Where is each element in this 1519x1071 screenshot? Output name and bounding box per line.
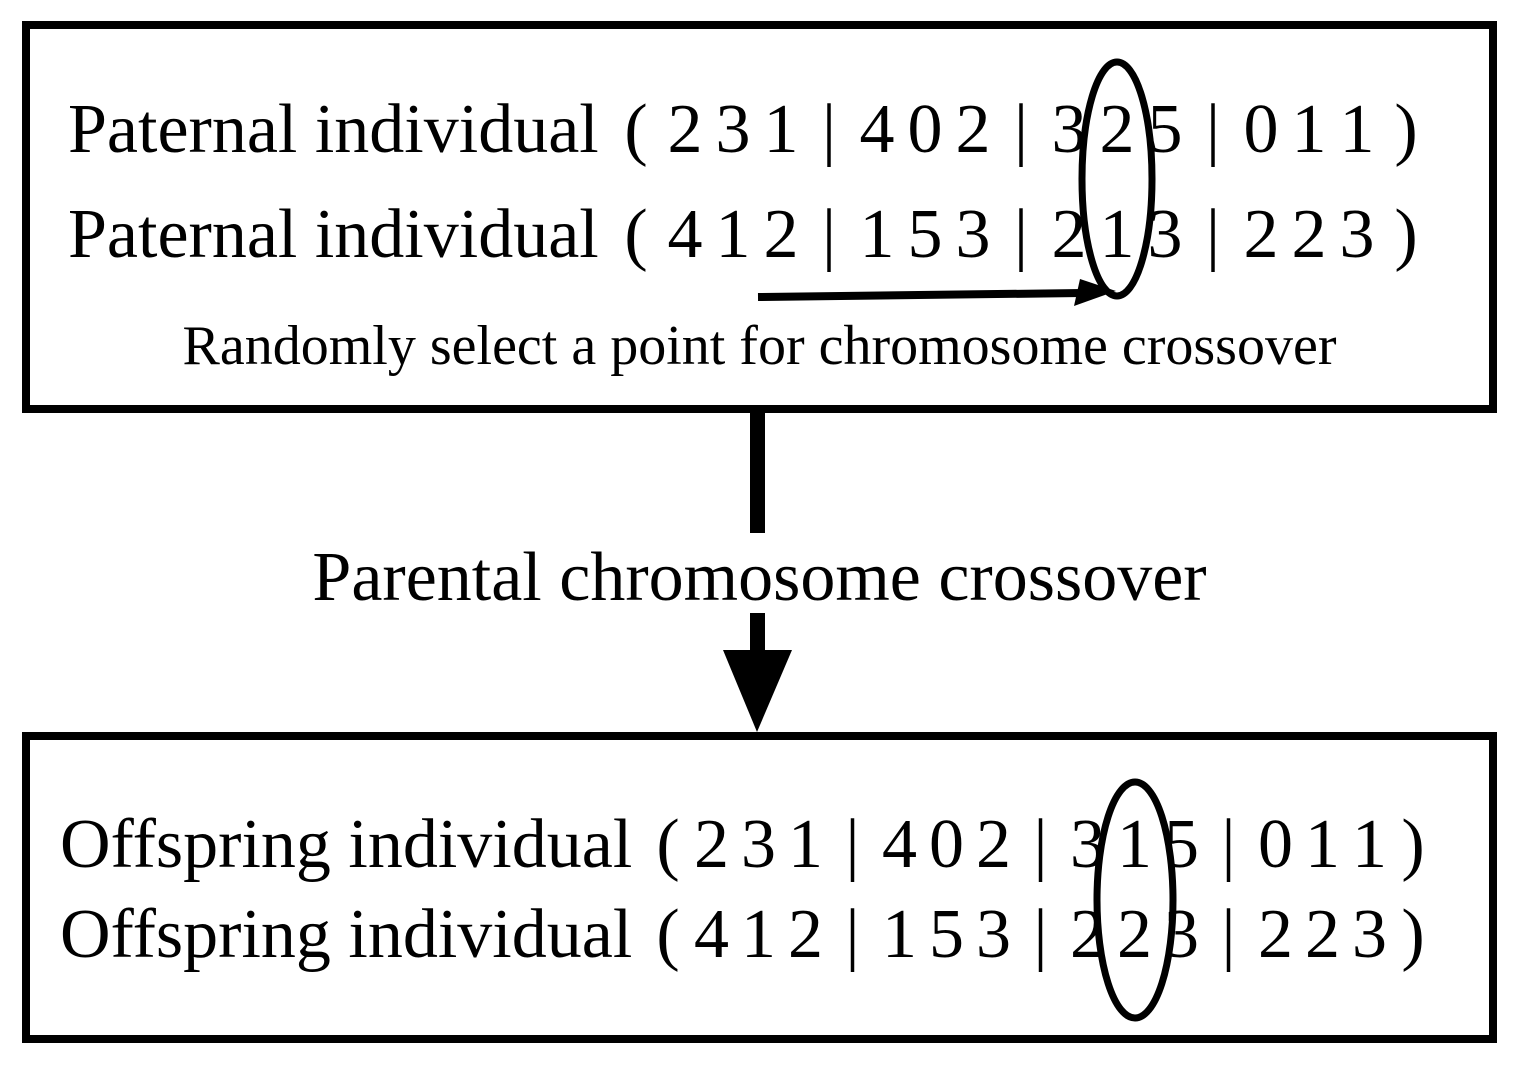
paren-open: ( <box>624 91 648 168</box>
row-label: Offspring individual <box>60 806 633 883</box>
row-label: Offspring individual <box>60 896 633 973</box>
gene-token: 1 <box>741 896 776 973</box>
paren-close: ) <box>1401 806 1425 883</box>
gene-token: 2 <box>1243 196 1279 273</box>
gene-token: 2 <box>1258 896 1293 973</box>
gene-token: 2 <box>1099 91 1135 168</box>
gene-token: 3 <box>1352 896 1387 973</box>
gene-separator: | <box>1205 91 1220 168</box>
gene-token: 0 <box>929 806 964 883</box>
crossover-step-label: Parental chromosome crossover <box>312 539 1207 616</box>
gene-token: 2 <box>788 896 823 973</box>
gene-separator: | <box>1221 806 1236 883</box>
gene-token: 2 <box>694 806 729 883</box>
gene-token: 3 <box>1164 896 1199 973</box>
gene-token: 3 <box>1339 196 1375 273</box>
gene-separator: | <box>1033 806 1048 883</box>
paren-open: ( <box>656 896 680 973</box>
gene-token: 2 <box>1070 896 1105 973</box>
gene-token: 2 <box>955 91 991 168</box>
gene-token: 3 <box>1070 806 1105 883</box>
gene-separator: | <box>845 806 860 883</box>
gene-token: 2 <box>1291 196 1327 273</box>
gene-token: 1 <box>788 806 823 883</box>
gene-separator: | <box>821 196 836 273</box>
gene-separator: | <box>1013 196 1028 273</box>
gene-token: 1 <box>1291 91 1327 168</box>
gene-token: 3 <box>976 896 1011 973</box>
gene-token: 5 <box>929 896 964 973</box>
gene-token: 0 <box>1258 806 1293 883</box>
gene-token: 1 <box>763 91 799 168</box>
gene-token: 5 <box>1147 91 1183 168</box>
gene-token: 2 <box>763 196 799 273</box>
gene-token: 1 <box>1099 196 1135 273</box>
gene-separator: | <box>1013 91 1028 168</box>
offspring-box <box>22 732 1497 1043</box>
row-label: Paternal individual <box>68 196 599 273</box>
gene-token: 5 <box>1164 806 1199 883</box>
gene-token: 1 <box>882 896 917 973</box>
crossover-point-caption: Randomly select a point for chromosome c… <box>182 315 1337 377</box>
gene-token: 3 <box>1051 91 1087 168</box>
gene-token: 2 <box>667 91 703 168</box>
row-label: Paternal individual <box>68 91 599 168</box>
gene-separator: | <box>1221 896 1236 973</box>
gene-token: 1 <box>1339 91 1375 168</box>
gene-token: 2 <box>1051 196 1087 273</box>
gene-token: 3 <box>1147 196 1183 273</box>
gene-token: 1 <box>1305 806 1340 883</box>
paren-close: ) <box>1401 896 1425 973</box>
gene-token: 4 <box>667 196 703 273</box>
gene-token: 5 <box>907 196 943 273</box>
paren-close: ) <box>1394 91 1418 168</box>
gene-separator: | <box>1033 896 1048 973</box>
gene-token: 4 <box>882 806 917 883</box>
gene-separator: | <box>1205 196 1220 273</box>
gene-token: 4 <box>859 91 895 168</box>
paren-close: ) <box>1394 196 1418 273</box>
gene-token: 3 <box>955 196 991 273</box>
paren-open: ( <box>624 196 648 273</box>
gene-token: 0 <box>1243 91 1279 168</box>
gene-token: 0 <box>907 91 943 168</box>
gene-token: 1 <box>1352 806 1387 883</box>
gene-token: 1 <box>1117 806 1152 883</box>
gene-token: 1 <box>859 196 895 273</box>
gene-token: 2 <box>976 806 1011 883</box>
gene-token: 2 <box>1305 896 1340 973</box>
gene-token: 3 <box>715 91 751 168</box>
gene-token: 3 <box>741 806 776 883</box>
gene-separator: | <box>845 896 860 973</box>
gene-token: 2 <box>1117 896 1152 973</box>
gene-token: 1 <box>715 196 751 273</box>
gene-token: 4 <box>694 896 729 973</box>
paren-open: ( <box>656 806 680 883</box>
gene-separator: | <box>821 91 836 168</box>
